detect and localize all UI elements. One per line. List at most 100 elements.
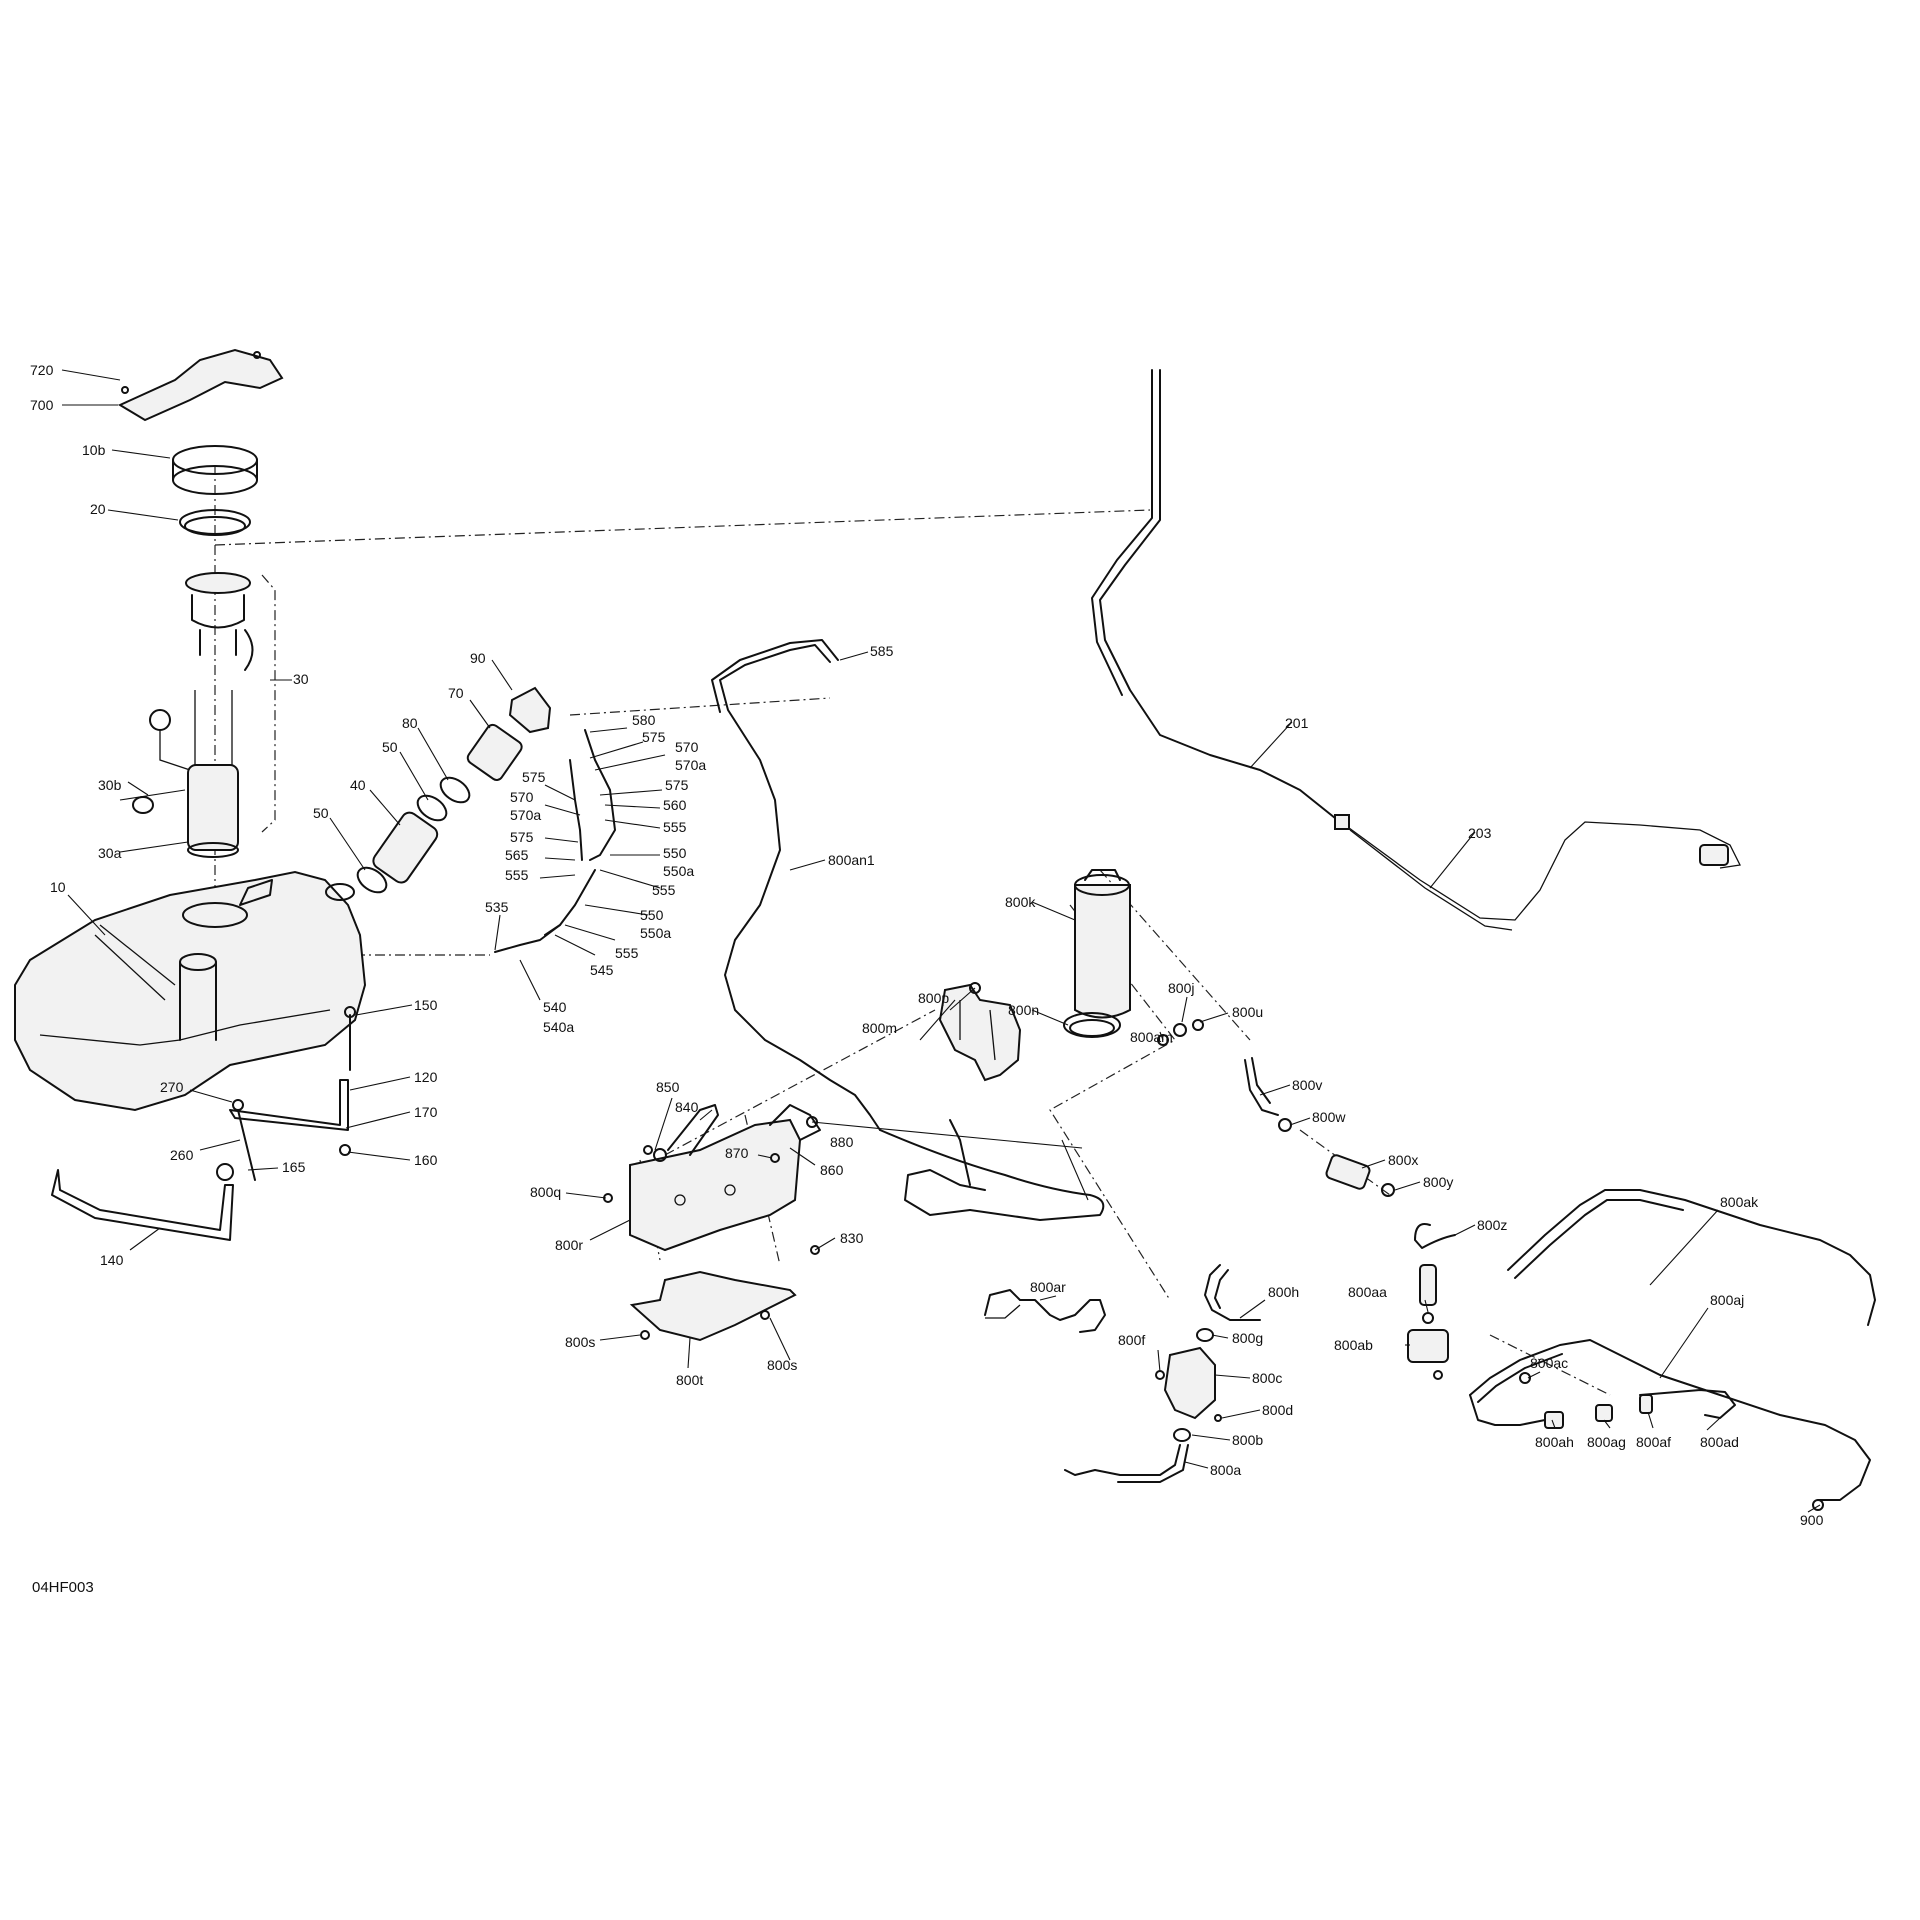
label-580: 580 bbox=[632, 712, 656, 728]
bracket-800r bbox=[629, 1118, 802, 1252]
label-800x: 800x bbox=[1388, 1152, 1418, 1168]
callout-labels: 720 700 10b 20 30 30b 30a 10 90 70 80 50… bbox=[30, 362, 1824, 1596]
label-800af: 800af bbox=[1636, 1434, 1671, 1450]
hose-800ad bbox=[1639, 1389, 1736, 1419]
label-840: 840 bbox=[675, 1099, 699, 1115]
label-203: 203 bbox=[1468, 825, 1492, 841]
bracket-800m bbox=[938, 983, 1022, 1082]
label-550-a: 550 bbox=[663, 845, 687, 861]
label-800z: 800z bbox=[1477, 1217, 1507, 1233]
hose-800ak bbox=[1507, 1189, 1876, 1326]
label-30a: 30a bbox=[98, 845, 122, 861]
filter-800x bbox=[1325, 1154, 1371, 1190]
label-800q: 800q bbox=[530, 1184, 561, 1200]
label-170: 170 bbox=[414, 1104, 438, 1120]
label-800m: 800m bbox=[862, 1020, 897, 1036]
label-270: 270 bbox=[160, 1079, 184, 1095]
label-860: 860 bbox=[820, 1162, 844, 1178]
valve-800ab bbox=[1407, 1329, 1449, 1363]
strap-120 bbox=[229, 1079, 349, 1131]
bolt-165 bbox=[237, 1109, 256, 1181]
label-40: 40 bbox=[350, 777, 366, 793]
label-555-c: 555 bbox=[652, 882, 676, 898]
label-900: 900 bbox=[1800, 1512, 1824, 1528]
label-165: 165 bbox=[282, 1159, 306, 1175]
label-880: 880 bbox=[830, 1134, 854, 1150]
label-570-b: 570 bbox=[510, 789, 534, 805]
label-540: 540 bbox=[543, 999, 567, 1015]
label-555-a: 555 bbox=[663, 819, 687, 835]
label-201: 201 bbox=[1285, 715, 1309, 731]
label-575-c: 575 bbox=[665, 777, 689, 793]
line-201 bbox=[1099, 369, 1341, 823]
label-50-lower: 50 bbox=[313, 805, 329, 821]
label-10: 10 bbox=[50, 879, 66, 895]
label-800a: 800a bbox=[1210, 1462, 1241, 1478]
assembly-lines bbox=[214, 465, 1611, 1396]
label-140: 140 bbox=[100, 1252, 124, 1268]
purge-valve-group bbox=[1064, 1264, 1261, 1483]
label-800ar: 800ar bbox=[1030, 1279, 1066, 1295]
label-80: 80 bbox=[402, 715, 418, 731]
skid-800t bbox=[629, 1270, 797, 1342]
label-800t: 800t bbox=[676, 1372, 703, 1388]
label-540a: 540a bbox=[543, 1019, 574, 1035]
label-90: 90 bbox=[470, 650, 486, 666]
label-720: 720 bbox=[30, 362, 54, 378]
label-20: 20 bbox=[90, 501, 106, 517]
label-570-a: 570 bbox=[675, 739, 699, 755]
label-70: 70 bbox=[448, 685, 464, 701]
label-800p: 800p bbox=[918, 990, 949, 1006]
label-800y: 800y bbox=[1423, 1174, 1453, 1190]
label-800h: 800h bbox=[1268, 1284, 1299, 1300]
label-800v: 800v bbox=[1292, 1077, 1322, 1093]
label-575-a: 575 bbox=[642, 729, 666, 745]
label-800u: 800u bbox=[1232, 1004, 1263, 1020]
label-700: 700 bbox=[30, 397, 54, 413]
label-800s-right: 800s bbox=[767, 1357, 797, 1373]
hose-800aj bbox=[1469, 1339, 1871, 1501]
lines-201-203 bbox=[1091, 369, 1741, 931]
tank-assembly bbox=[14, 348, 552, 1241]
vent-hoses-right bbox=[1469, 1189, 1876, 1511]
label-120: 120 bbox=[414, 1069, 438, 1085]
label-800an1: 800an1 bbox=[828, 852, 875, 868]
label-800ag: 800ag bbox=[1587, 1434, 1626, 1450]
filler-neck-70 bbox=[466, 723, 523, 781]
hose-800h bbox=[1204, 1264, 1261, 1321]
leader-lines bbox=[61, 369, 1821, 1513]
label-570a-b: 570a bbox=[510, 807, 541, 823]
label-800aj: 800aj bbox=[1710, 1292, 1744, 1308]
label-550-b: 550 bbox=[640, 907, 664, 923]
clamp-50-upper bbox=[416, 794, 448, 822]
heat-shield-700 bbox=[117, 348, 284, 422]
label-260: 260 bbox=[170, 1147, 194, 1163]
label-800ac: 800ac bbox=[1530, 1355, 1568, 1371]
label-150: 150 bbox=[414, 997, 438, 1013]
label-800f: 800f bbox=[1118, 1332, 1145, 1348]
label-800n: 800n bbox=[1008, 1002, 1039, 1018]
label-565: 565 bbox=[505, 847, 529, 863]
label-800ah: 800ah bbox=[1535, 1434, 1574, 1450]
label-560: 560 bbox=[663, 797, 687, 813]
label-555-b: 555 bbox=[505, 867, 529, 883]
label-550a-b: 550a bbox=[640, 925, 671, 941]
label-800j: 800j bbox=[1168, 980, 1194, 996]
label-535: 535 bbox=[485, 899, 509, 915]
pump-body-30a bbox=[187, 764, 239, 851]
label-800aa: 800aa bbox=[1348, 1284, 1387, 1300]
label-800d: 800d bbox=[1262, 1402, 1293, 1418]
label-30b: 30b bbox=[98, 777, 122, 793]
label-50-upper: 50 bbox=[382, 739, 398, 755]
label-800ak: 800ak bbox=[1720, 1194, 1759, 1210]
label-800k: 800k bbox=[1005, 894, 1036, 910]
hose-40 bbox=[372, 811, 439, 884]
label-850: 850 bbox=[656, 1079, 680, 1095]
vent-lines bbox=[494, 639, 1105, 1221]
label-575-b: 575 bbox=[522, 769, 546, 785]
label-800ab: 800ab bbox=[1334, 1337, 1373, 1353]
label-585: 585 bbox=[870, 643, 894, 659]
clamp-50-lower bbox=[356, 866, 388, 894]
clamp-80 bbox=[439, 776, 471, 804]
